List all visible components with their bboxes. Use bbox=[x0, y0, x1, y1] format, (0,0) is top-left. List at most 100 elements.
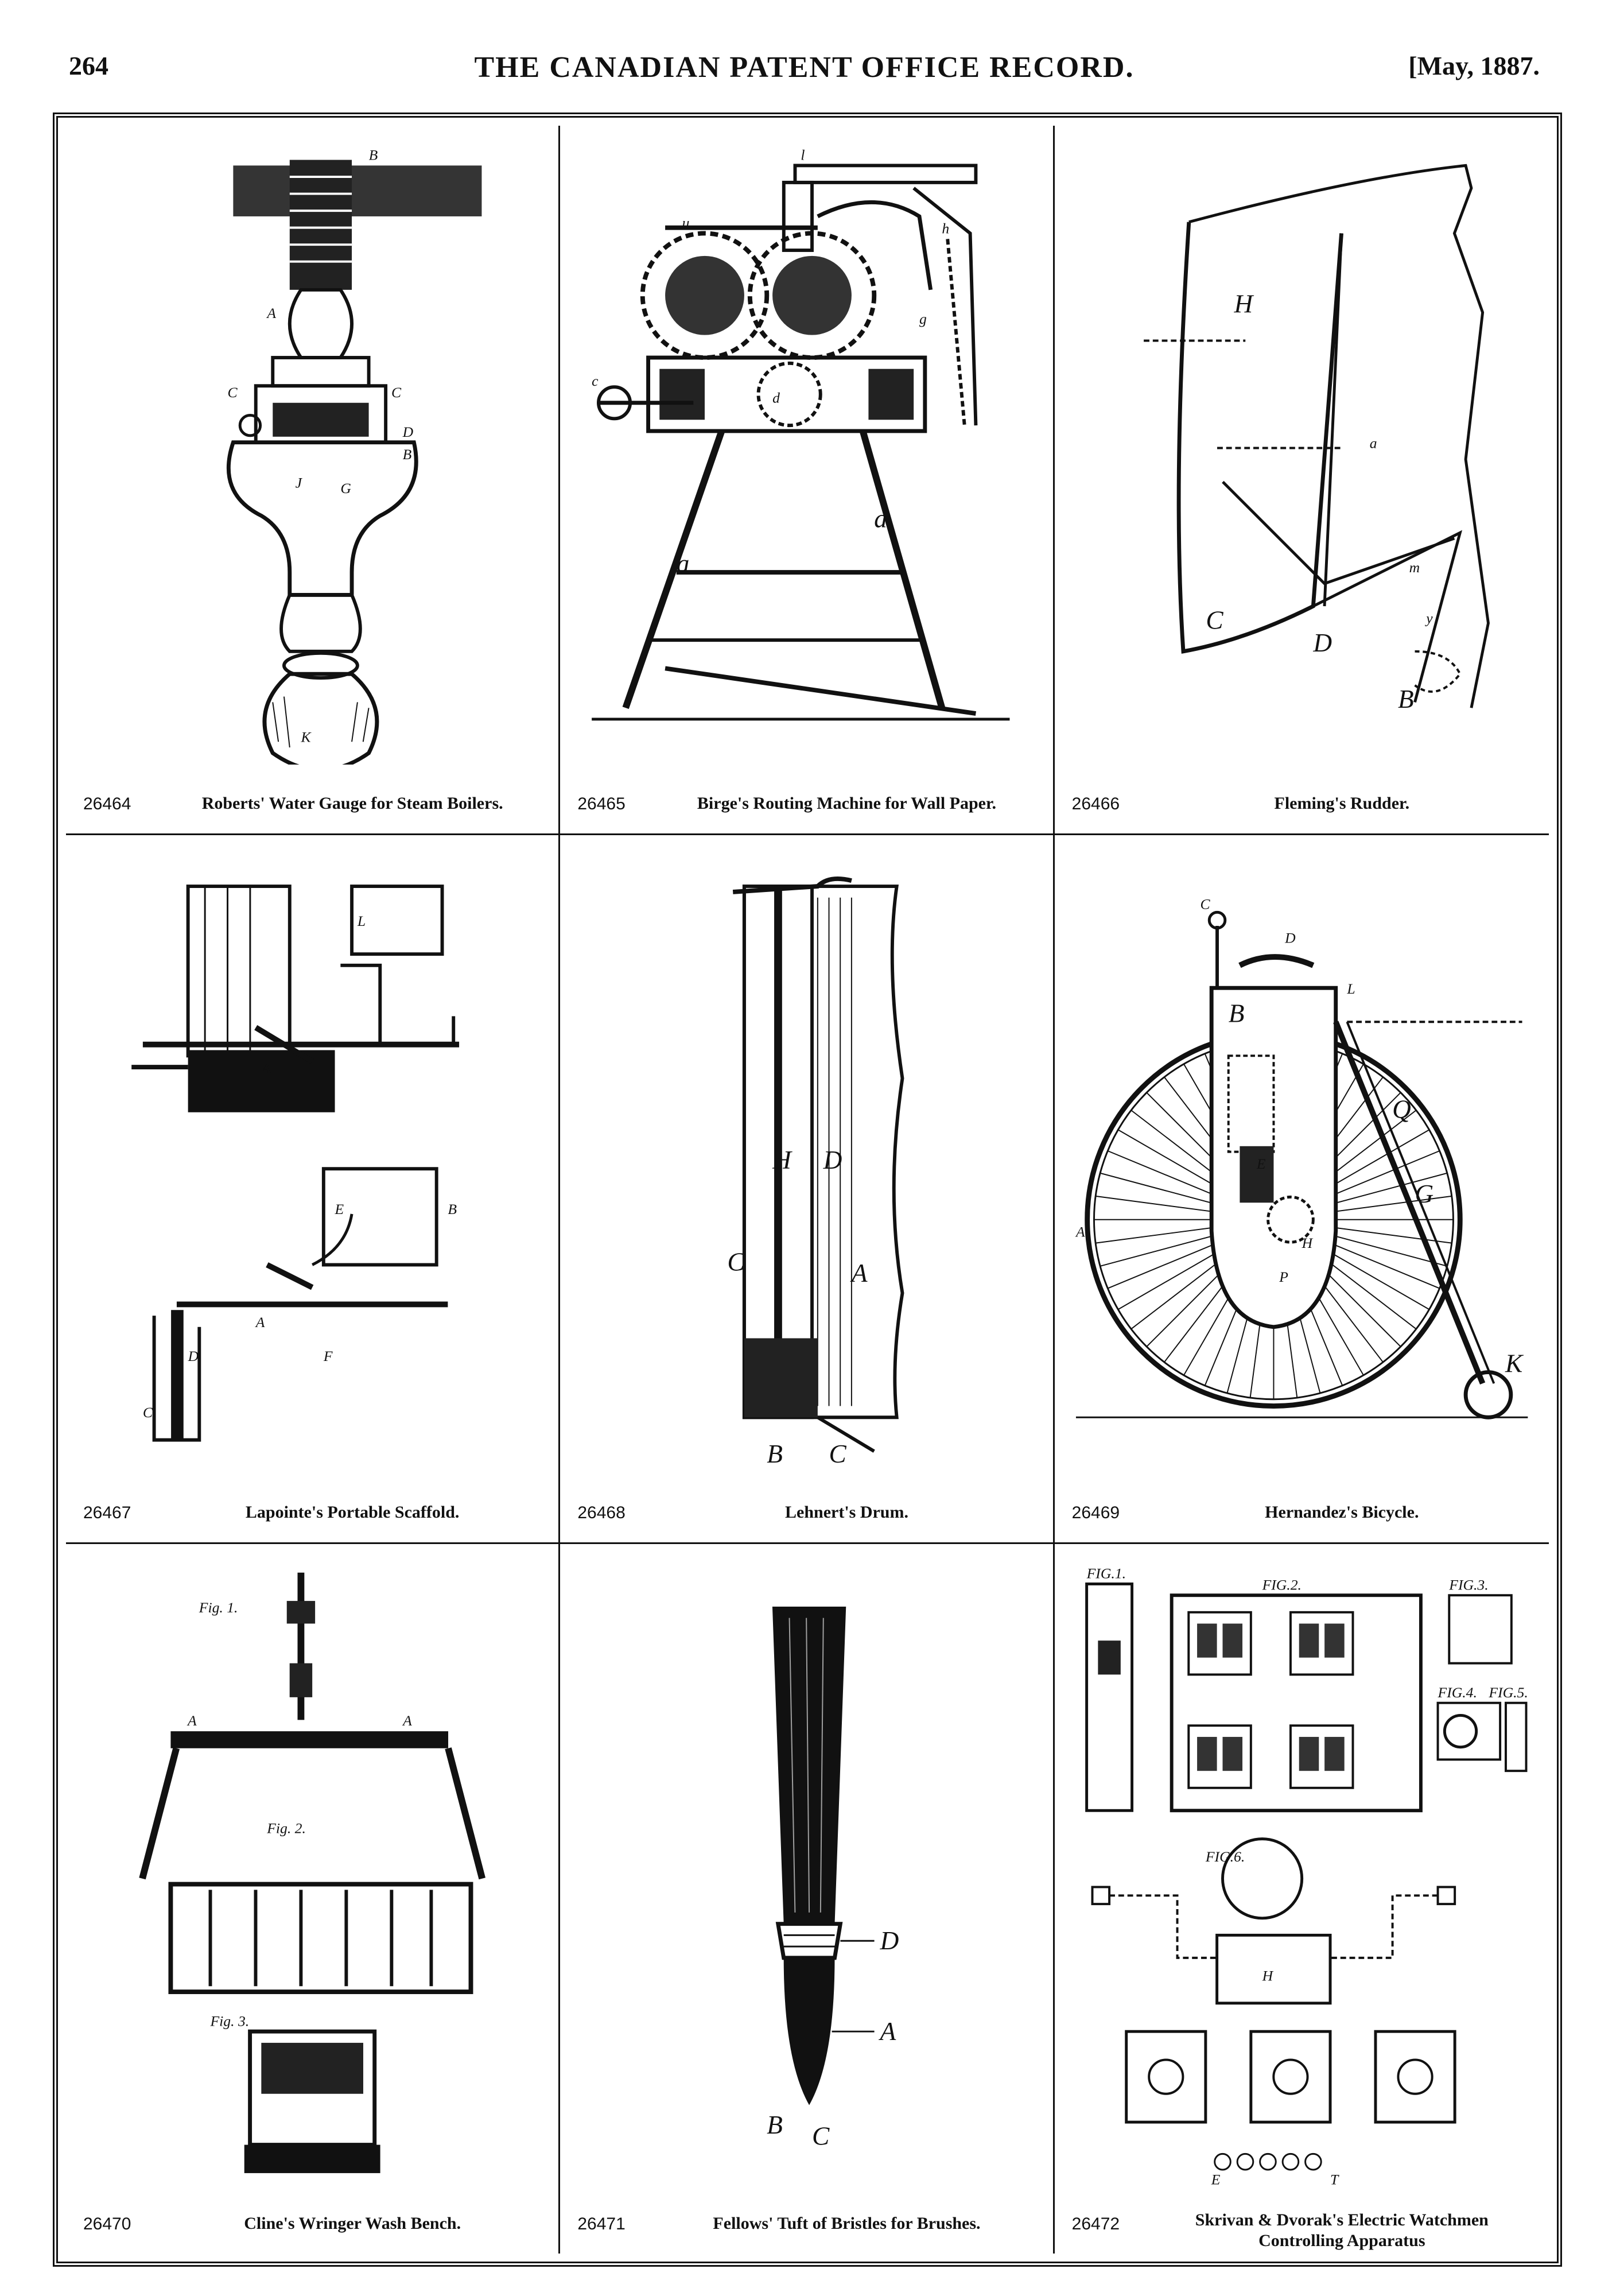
patent-title: Hernandez's Bicycle. bbox=[1265, 1503, 1419, 1522]
patent-caption: 26468 Lehnert's Drum. bbox=[577, 1483, 1041, 1523]
svg-text:a: a bbox=[677, 549, 690, 578]
svg-text:FIG.5.: FIG.5. bbox=[1488, 1684, 1528, 1701]
svg-text:A: A bbox=[402, 1713, 412, 1729]
svg-text:g: g bbox=[919, 311, 927, 327]
svg-text:E: E bbox=[335, 1201, 344, 1217]
svg-text:Q: Q bbox=[1392, 1095, 1411, 1123]
patent-title: Roberts' Water Gauge for Steam Boilers. bbox=[201, 793, 503, 813]
patent-caption: 26467 Lapointe's Portable Scaffold. bbox=[83, 1483, 547, 1523]
patent-panel-26470: Fig. 1. Fig. 2. Fig. 3. A A 26470 Cline's… bbox=[66, 1544, 561, 2254]
svg-text:d: d bbox=[772, 390, 780, 406]
svg-text:h: h bbox=[942, 220, 950, 236]
svg-text:H: H bbox=[772, 1146, 792, 1174]
svg-text:B: B bbox=[403, 446, 412, 463]
svg-text:J: J bbox=[296, 474, 303, 491]
svg-text:u: u bbox=[682, 215, 690, 231]
svg-text:m: m bbox=[1409, 559, 1419, 576]
svg-text:E: E bbox=[1256, 1155, 1266, 1172]
svg-text:K: K bbox=[1505, 1349, 1524, 1378]
svg-text:P: P bbox=[1279, 1269, 1288, 1285]
svg-text:a: a bbox=[1369, 435, 1377, 451]
svg-text:G: G bbox=[340, 480, 351, 497]
svg-text:C: C bbox=[1206, 606, 1223, 634]
svg-text:A: A bbox=[266, 305, 276, 321]
svg-text:B: B bbox=[1398, 685, 1414, 713]
svg-text:F: F bbox=[323, 1347, 333, 1364]
patent-title: Fellows' Tuft of Bristles for Brushes. bbox=[713, 2213, 981, 2233]
svg-text:Fig. 3.: Fig. 3. bbox=[210, 2013, 250, 2030]
svg-text:C: C bbox=[812, 2122, 830, 2151]
svg-text:Fig. 2.: Fig. 2. bbox=[266, 1820, 306, 1837]
patent-title-line-2: Controlling Apparatus bbox=[1258, 2231, 1425, 2250]
patent-caption: 26464 Roberts' Water Gauge for Steam Boi… bbox=[83, 774, 547, 814]
svg-text:Fig. 1.: Fig. 1. bbox=[199, 1599, 238, 1616]
patent-panel-26468: H D C A B C 26468 Lehnert's Drum. bbox=[560, 835, 1055, 1545]
svg-text:B: B bbox=[767, 2111, 783, 2139]
svg-text:A: A bbox=[187, 1713, 197, 1729]
svg-text:D: D bbox=[823, 1146, 842, 1174]
patent-caption: 26471 Fellows' Tuft of Bristles for Brus… bbox=[577, 2194, 1041, 2234]
svg-text:H: H bbox=[1261, 1968, 1273, 1984]
svg-text:A: A bbox=[1075, 1223, 1085, 1240]
patent-caption: 26470 Cline's Wringer Wash Bench. bbox=[83, 2194, 547, 2234]
svg-text:C: C bbox=[228, 384, 238, 401]
svg-text:D: D bbox=[188, 1347, 199, 1364]
svg-text:H: H bbox=[1301, 1235, 1313, 1251]
patent-number: 26468 bbox=[577, 1503, 626, 1523]
svg-text:B: B bbox=[369, 147, 378, 164]
svg-text:D: D bbox=[1312, 629, 1332, 657]
svg-text:FIG.6.: FIG.6. bbox=[1205, 1848, 1245, 1865]
svg-text:C: C bbox=[391, 384, 402, 401]
svg-text:T: T bbox=[1330, 2171, 1339, 2185]
page-number: 264 bbox=[69, 51, 108, 80]
svg-text:C: C bbox=[1200, 895, 1210, 912]
svg-text:c: c bbox=[592, 373, 599, 389]
svg-text:B: B bbox=[1228, 999, 1244, 1027]
drum-drawing: H D C A B C bbox=[577, 852, 1035, 1474]
page-header: 264 THE CANADIAN PATENT OFFICE RECORD. [… bbox=[69, 51, 1540, 96]
patent-caption: 26472 Skrivan & Dvorak's Electric Watchm… bbox=[1071, 2194, 1537, 2250]
svg-text:C: C bbox=[829, 1440, 847, 1468]
svg-text:FIG.3.: FIG.3. bbox=[1448, 1577, 1488, 1593]
patent-number: 26465 bbox=[577, 794, 626, 813]
svg-text:A: A bbox=[850, 1259, 868, 1287]
svg-text:A: A bbox=[879, 2017, 896, 2046]
patent-panel-26472: FIG.1. FIG.2. FIG.3. FIG.4. FIG.5. FIG.6… bbox=[1055, 1544, 1549, 2254]
svg-text:B: B bbox=[448, 1201, 457, 1217]
svg-text:FIG.4.: FIG.4. bbox=[1437, 1684, 1477, 1701]
patent-title: Fleming's Rudder. bbox=[1274, 793, 1410, 813]
patent-caption: 26465 Birge's Routing Machine for Wall P… bbox=[577, 774, 1041, 814]
svg-text:E: E bbox=[1210, 2171, 1220, 2185]
svg-text:C: C bbox=[728, 1247, 745, 1276]
svg-text:B: B bbox=[767, 1440, 783, 1468]
issue-date: [May, 1887. bbox=[1408, 51, 1540, 80]
svg-text:G: G bbox=[1415, 1180, 1433, 1208]
patent-title: Birge's Routing Machine for Wall Paper. bbox=[697, 793, 997, 813]
svg-text:L: L bbox=[357, 913, 366, 929]
patent-number: 26469 bbox=[1071, 1503, 1120, 1523]
svg-text:D: D bbox=[1284, 929, 1296, 946]
svg-text:a: a bbox=[875, 504, 888, 533]
patent-number: 26466 bbox=[1071, 794, 1120, 813]
patent-title: Lapointe's Portable Scaffold. bbox=[245, 1503, 460, 1522]
svg-text:A: A bbox=[261, 1060, 271, 1076]
patent-number: 26472 bbox=[1071, 2214, 1120, 2233]
svg-text:FIG.1.: FIG.1. bbox=[1086, 1565, 1125, 1582]
svg-text:D: D bbox=[402, 424, 414, 440]
patent-title: Cline's Wringer Wash Bench. bbox=[244, 2213, 461, 2233]
wash-bench-drawing: Fig. 1. Fig. 2. Fig. 3. A A bbox=[83, 1561, 541, 2185]
patent-title: Skrivan & Dvorak's Electric Watchmen Con… bbox=[1147, 2210, 1537, 2251]
svg-text:C: C bbox=[143, 1404, 153, 1421]
svg-text:y: y bbox=[1424, 610, 1433, 627]
svg-text:L: L bbox=[1346, 980, 1355, 997]
patent-title-line-1: Skrivan & Dvorak's Electric Watchmen bbox=[1195, 2210, 1489, 2229]
